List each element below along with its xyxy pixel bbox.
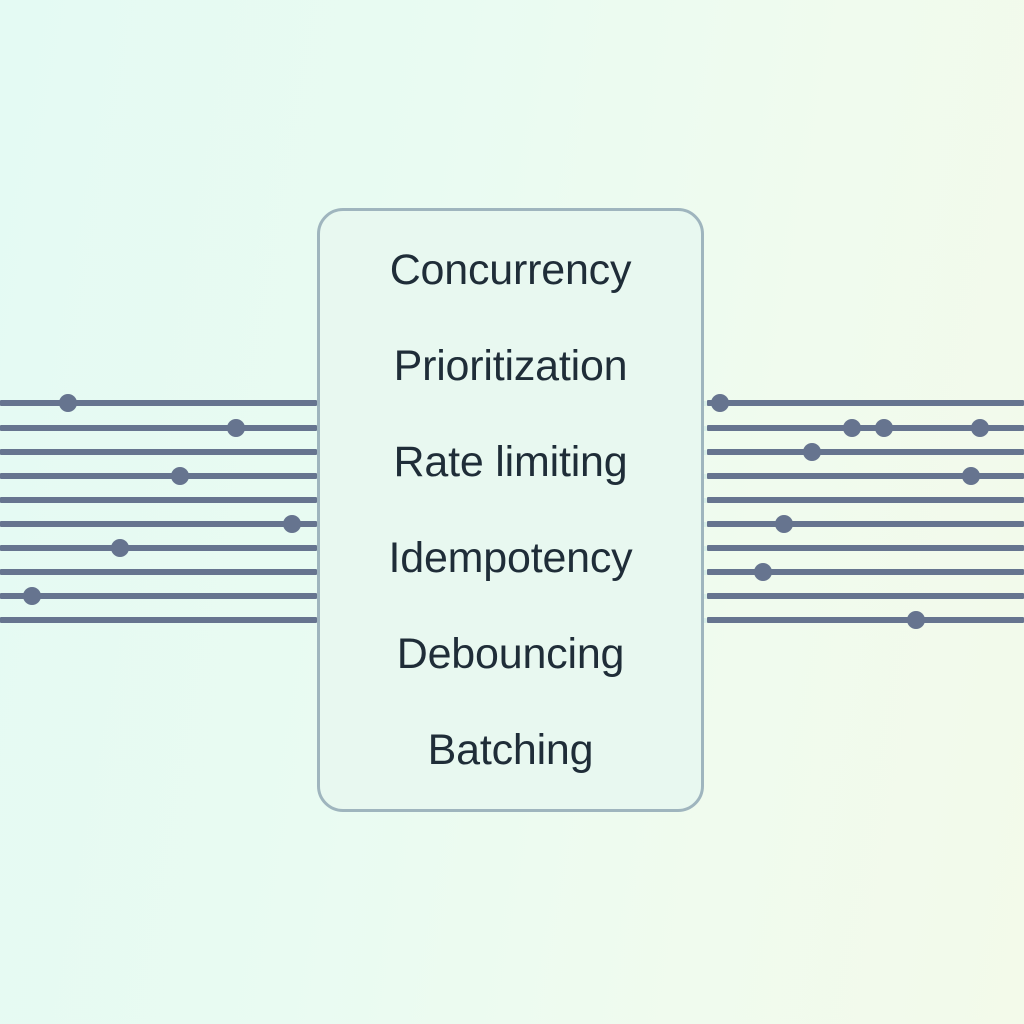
concept-item: Prioritization xyxy=(393,342,628,390)
concept-item: Rate limiting xyxy=(393,438,628,486)
flow-dot xyxy=(711,394,729,412)
flow-line-left xyxy=(0,569,317,575)
flow-line-right xyxy=(707,449,1024,455)
flow-dot xyxy=(843,419,861,437)
flow-line-left xyxy=(0,425,317,431)
flow-line-right xyxy=(707,400,1024,406)
flow-line-left xyxy=(0,497,317,503)
flow-dot xyxy=(775,515,793,533)
flow-dot xyxy=(227,419,245,437)
flow-line-right xyxy=(707,521,1024,527)
flow-line-left xyxy=(0,521,317,527)
flow-dot xyxy=(23,587,41,605)
concept-item: Debouncing xyxy=(396,630,625,678)
flow-line-right xyxy=(707,425,1024,431)
flow-dot xyxy=(754,563,772,581)
flow-line-left xyxy=(0,593,317,599)
concept-item: Idempotency xyxy=(388,534,633,582)
flow-line-left xyxy=(0,617,317,623)
flow-dot xyxy=(171,467,189,485)
flow-dot xyxy=(875,419,893,437)
flow-line-right xyxy=(707,545,1024,551)
flow-line-left xyxy=(0,400,317,406)
flow-dot xyxy=(59,394,77,412)
flow-line-left xyxy=(0,473,317,479)
flow-line-right xyxy=(707,497,1024,503)
flow-line-left xyxy=(0,449,317,455)
flow-line-right xyxy=(707,473,1024,479)
flow-dot xyxy=(111,539,129,557)
concept-item: Batching xyxy=(427,726,594,774)
flow-line-right xyxy=(707,617,1024,623)
concept-item: Concurrency xyxy=(389,246,632,294)
flow-dot xyxy=(962,467,980,485)
flow-dot xyxy=(971,419,989,437)
flow-dot xyxy=(283,515,301,533)
flow-line-right xyxy=(707,593,1024,599)
flow-line-left xyxy=(0,545,317,551)
flow-dot xyxy=(907,611,925,629)
flow-line-right xyxy=(707,569,1024,575)
flow-dot xyxy=(803,443,821,461)
